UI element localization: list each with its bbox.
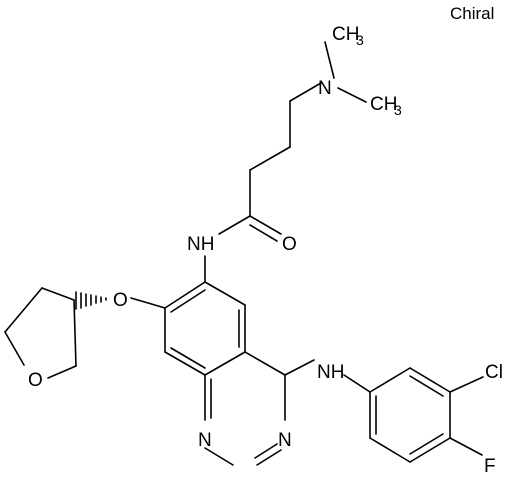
bond xyxy=(41,287,75,301)
atom-cl: Cl xyxy=(485,362,503,383)
atom-nh-aniline: NH xyxy=(317,362,344,383)
butanamide-chain: O NH xyxy=(187,100,297,283)
bond xyxy=(449,376,484,393)
atom-n-dimethyl: N xyxy=(318,78,332,99)
bond xyxy=(47,365,77,379)
subscript-3-top: 3 xyxy=(356,32,364,48)
carbonyl-bond-outer xyxy=(249,215,282,235)
dimethylamino-group: N CH 3 CH 3 xyxy=(289,24,402,118)
bond xyxy=(256,449,282,466)
bond xyxy=(409,437,451,463)
bond xyxy=(204,281,246,306)
atom-o-ring: O xyxy=(28,370,43,391)
quinazoline-ring: N N xyxy=(164,281,292,466)
carbonyl-bond-inner xyxy=(249,224,278,242)
chlorofluoroanilino-group: NH Cl F xyxy=(284,359,503,477)
bond xyxy=(369,367,411,393)
bond-inner xyxy=(170,289,206,313)
subscript-3-right: 3 xyxy=(394,102,402,118)
bond xyxy=(284,359,315,376)
tetrahydrofuranyloxy-group: O O xyxy=(4,287,166,391)
atom-nh-amide: NH xyxy=(187,234,214,255)
bond xyxy=(369,437,411,463)
bond xyxy=(204,447,234,466)
bond xyxy=(164,351,206,376)
bond xyxy=(409,367,451,393)
bond xyxy=(324,41,335,79)
atom-ch3-right: CH xyxy=(370,94,397,115)
bond-inner xyxy=(409,433,444,455)
atom-ch3-top: CH xyxy=(332,24,359,45)
bond-inner xyxy=(170,347,206,369)
bond xyxy=(289,82,322,102)
bond xyxy=(337,87,367,103)
bond-inner xyxy=(409,375,444,397)
bond xyxy=(4,287,43,333)
bond xyxy=(164,281,206,309)
atom-n1-quinazoline: N xyxy=(198,430,212,451)
bond xyxy=(218,215,251,235)
atom-o-ether: O xyxy=(113,290,128,311)
hashed-wedge-bond xyxy=(75,291,107,310)
bond xyxy=(249,146,291,171)
bond xyxy=(449,437,483,456)
bond xyxy=(204,351,246,376)
bond xyxy=(4,331,25,366)
atom-n3-quinazoline: N xyxy=(278,430,292,451)
atom-f: F xyxy=(484,456,496,477)
bond-inner xyxy=(254,443,278,459)
bond xyxy=(130,297,166,309)
bond xyxy=(244,351,286,376)
bond xyxy=(343,374,371,393)
chiral-label: Chiral xyxy=(450,4,494,23)
atom-o-carbonyl: O xyxy=(282,234,297,255)
bond xyxy=(73,299,77,367)
